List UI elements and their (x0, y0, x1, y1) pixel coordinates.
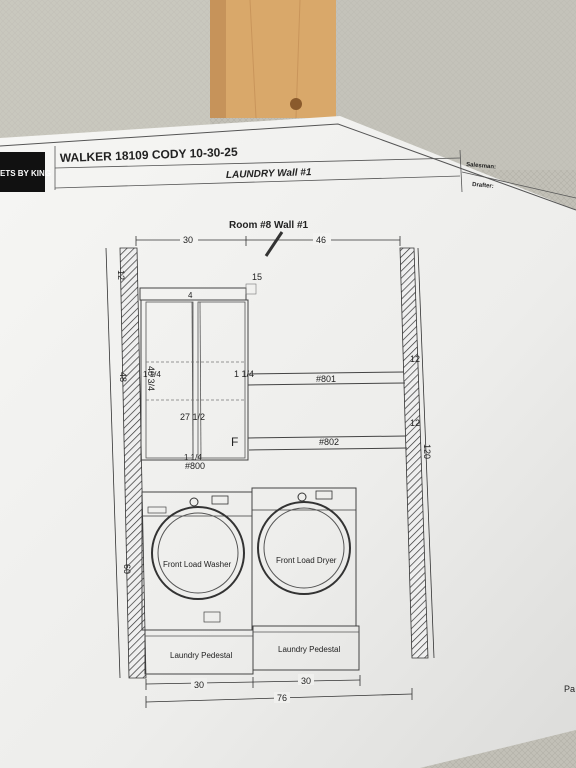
wall-panel-left (0, 0, 210, 140)
wood-stud (210, 0, 336, 118)
dryer-label: Front Load Dryer (276, 556, 337, 565)
dim-top-right: 46 (316, 235, 326, 245)
dim-cabinet-bottom-gap: 1 1/4 (184, 453, 202, 462)
dim-left-middle: 48 (118, 372, 128, 382)
dim-right-total: 120 (422, 444, 432, 459)
shelf-lower-tag: #802 (319, 437, 339, 447)
logo (0, 152, 45, 192)
right-wall (399, 247, 429, 659)
logo-text: ETS BY KING (0, 169, 51, 178)
stud-hole (290, 98, 302, 110)
dim-left-upper: 12 (116, 270, 126, 280)
shelf-upper-tag: #801 (316, 374, 336, 384)
dim-shelf-gap-upper: 12 (410, 354, 420, 364)
front-load-dryer: Front Load Dryer (251, 487, 357, 627)
dim-bottom-total: 76 (277, 693, 287, 703)
pedestal-right-label: Laundry Pedestal (278, 645, 340, 654)
room-label: Room #8 Wall #1 (229, 220, 309, 231)
dim-cabinet-left-gap: 1 1/4 (143, 370, 161, 379)
upper-cabinet: 4 15 48 3/4 1 1/4 1 1/4 27 1/2 F 1 1/4 #… (139, 272, 262, 471)
wood-grain (249, 0, 257, 119)
title-block: ETS BY KING WALKER 18109 CODY 10-30-25 L… (0, 123, 576, 211)
dim-cabinet-top-depth: 4 (188, 291, 193, 300)
elevation-drawing: Room #8 Wall #1 30 46 12 48 60 120 (105, 220, 575, 708)
section-arrow (264, 231, 284, 257)
left-wall (119, 247, 147, 679)
dim-bottom-left: 30 (194, 680, 204, 690)
dim-top-left: 30 (183, 235, 193, 245)
dim-shelf-gap-lower: 12 (410, 418, 420, 428)
drawing-title: LAUNDRY Wall #1 (226, 167, 312, 181)
dim-left-lower: 60 (122, 564, 132, 574)
job-title: WALKER 18109 CODY 10-30-25 (60, 145, 239, 165)
wood-stud-shade (210, 0, 226, 118)
dim-cabinet-width: 27 1/2 (180, 412, 205, 422)
dim-bottom-right: 30 (301, 676, 311, 686)
salesman-label: Salesman: (466, 162, 496, 171)
shelf-802: #802 (247, 435, 408, 451)
page-label: Pa (564, 684, 575, 694)
shelf-801: #801 (247, 371, 406, 386)
dim-cabinet-height: 48 3/4 (146, 366, 156, 391)
cabinet-letter: F (231, 435, 238, 449)
laundry-pedestal-right: Laundry Pedestal (252, 625, 360, 671)
dim-corner-note: 15 (252, 272, 262, 282)
drafter-label: Drafter: (472, 182, 494, 190)
dim-cabinet-right-gap: 1 1/4 (234, 369, 254, 379)
pedestal-left-label: Laundry Pedestal (170, 651, 232, 660)
washer-label: Front Load Washer (163, 560, 232, 569)
cabinet-tag: #800 (185, 461, 205, 471)
